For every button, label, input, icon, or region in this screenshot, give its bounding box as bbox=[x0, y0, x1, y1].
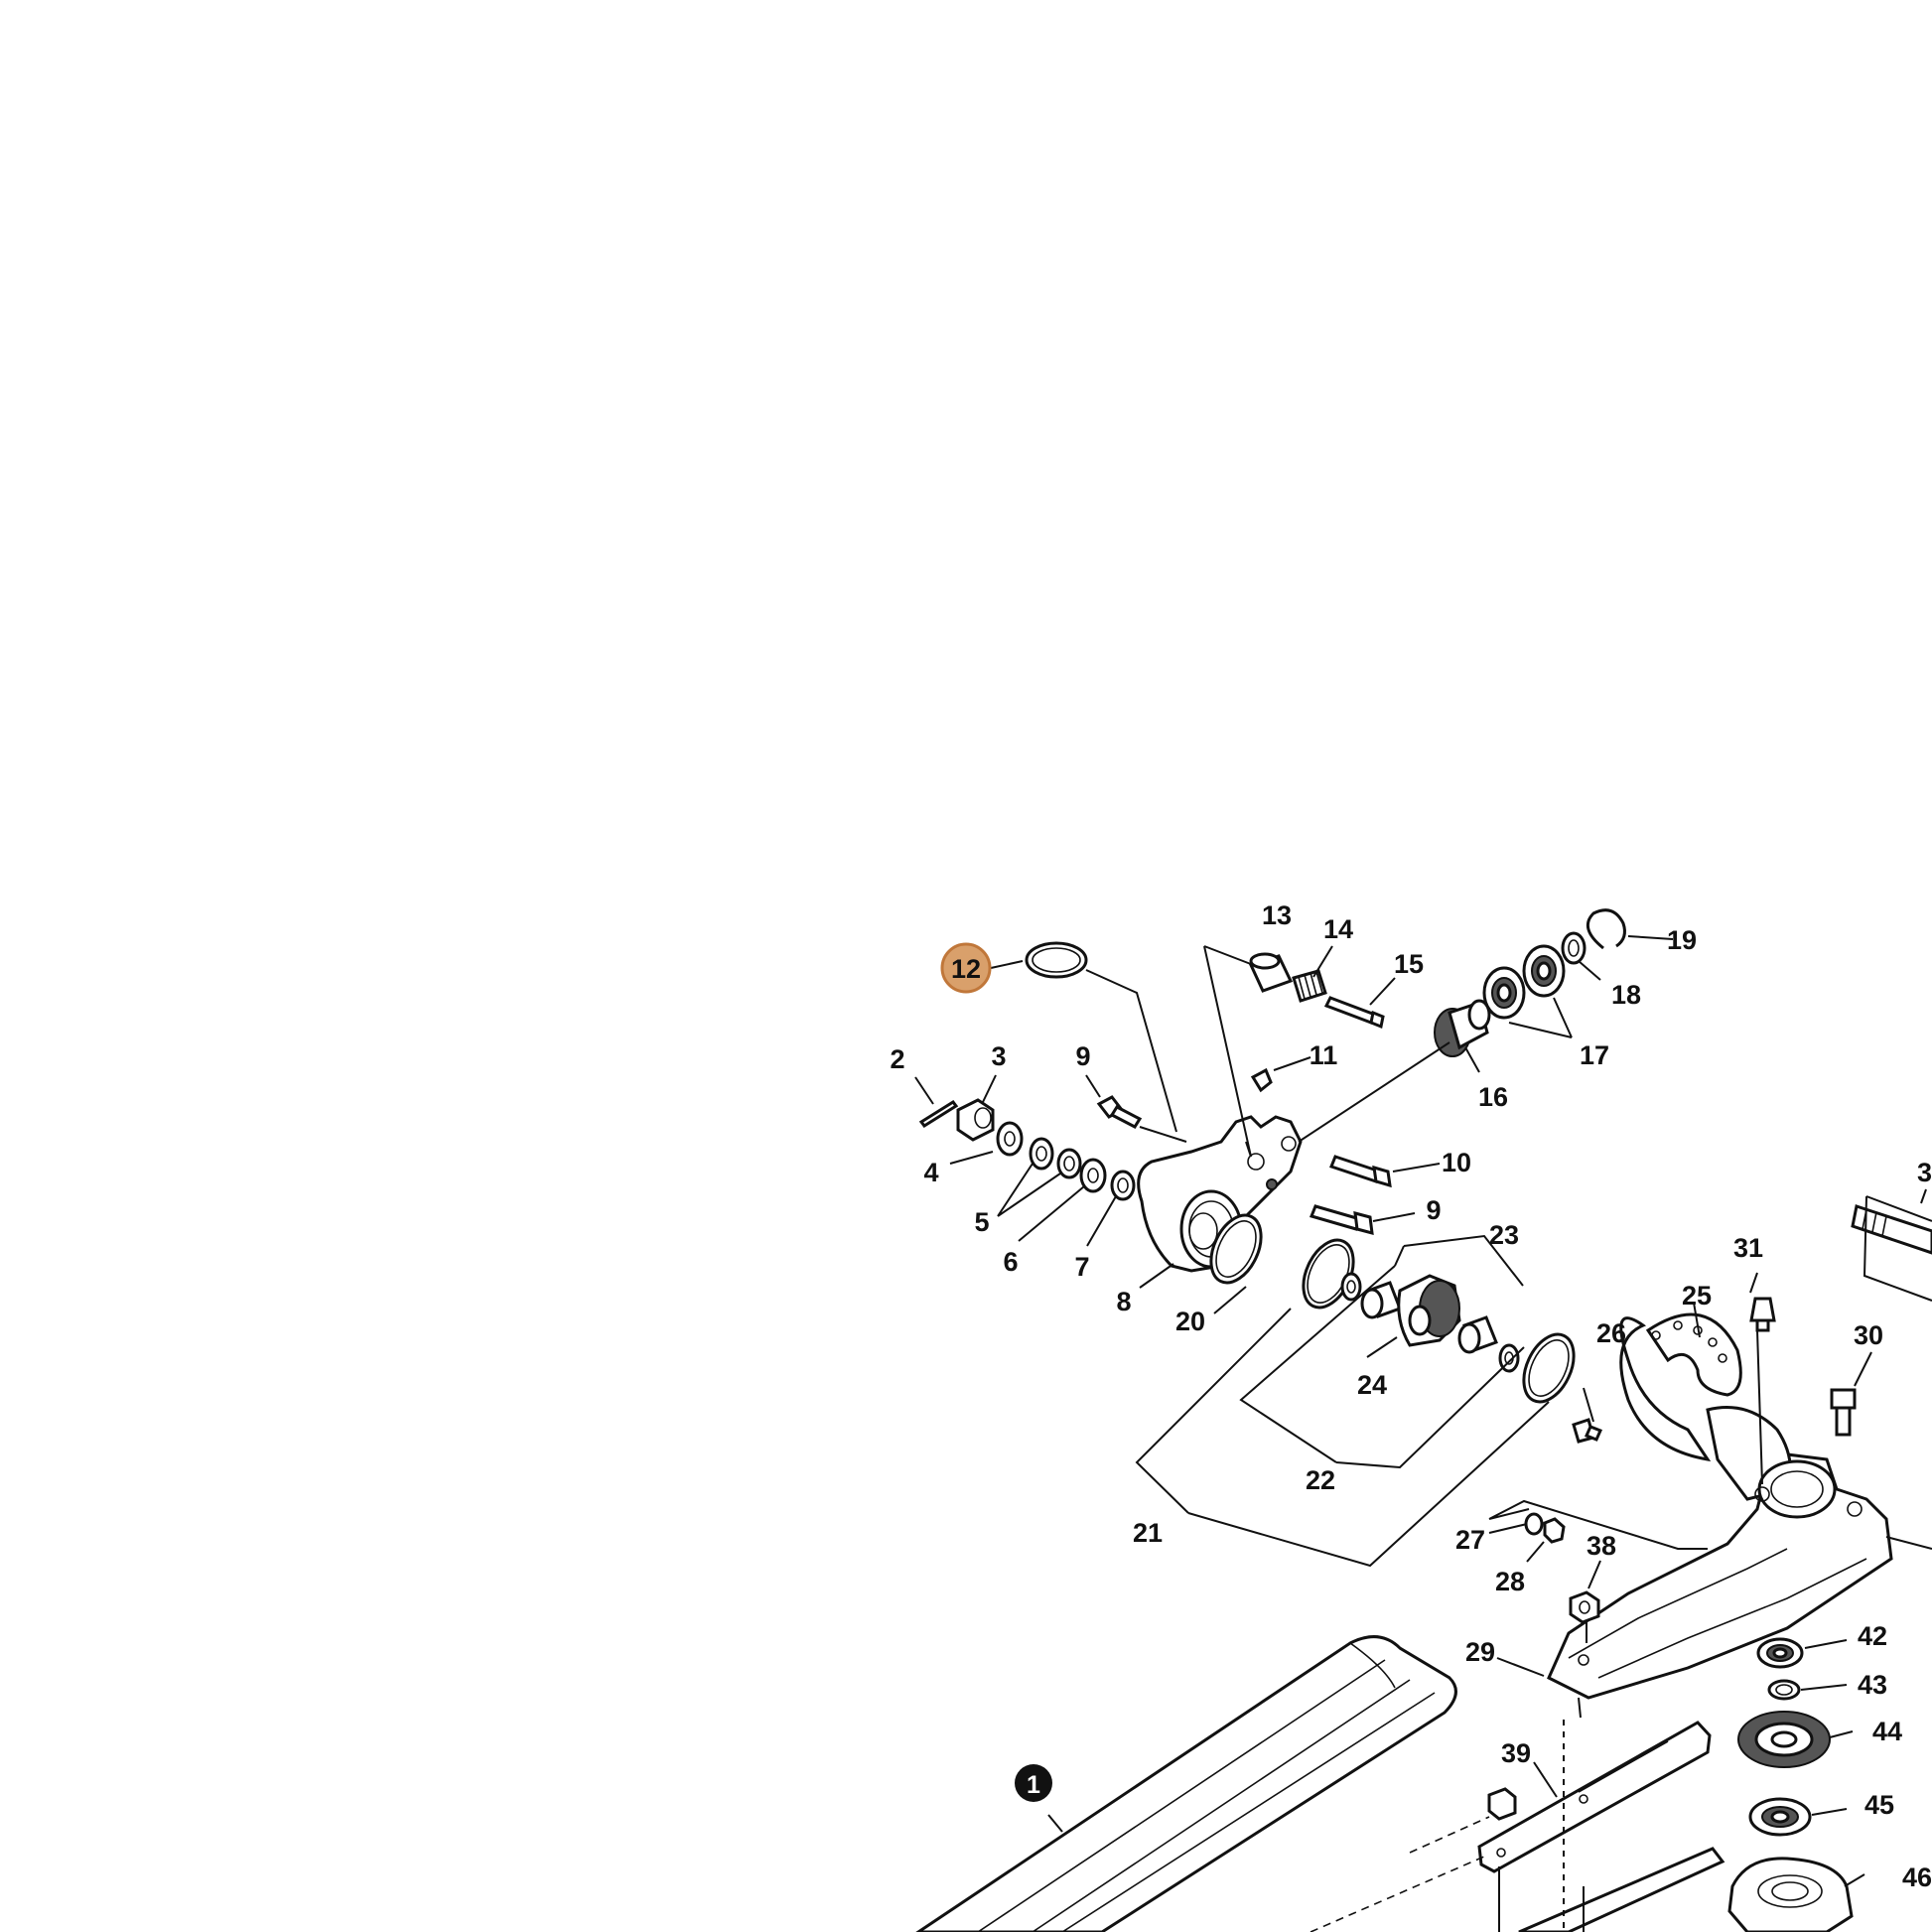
callout-39[interactable]: 39 bbox=[1501, 1738, 1531, 1768]
plate-lower[interactable] bbox=[1518, 1847, 1725, 1932]
callout-42[interactable]: 42 bbox=[1858, 1621, 1887, 1651]
callout-25[interactable]: 25 bbox=[1682, 1281, 1712, 1311]
callout-1[interactable]: 1 bbox=[1015, 1764, 1052, 1802]
cotter-pin-part-2[interactable] bbox=[918, 1099, 959, 1129]
drive-shaft-part-3x[interactable] bbox=[1851, 1204, 1932, 1255]
callout-9-lower[interactable]: 9 bbox=[1426, 1195, 1441, 1225]
callout-30[interactable]: 30 bbox=[1854, 1320, 1883, 1350]
bevel-gear-part-44[interactable] bbox=[1737, 1711, 1831, 1768]
bearing-part-45[interactable] bbox=[1748, 1797, 1812, 1837]
callout-17[interactable]: 17 bbox=[1580, 1040, 1609, 1070]
ring-part-18[interactable] bbox=[1561, 931, 1587, 965]
screw-part-30[interactable] bbox=[1830, 1388, 1857, 1437]
callout-13[interactable]: 13 bbox=[1262, 900, 1292, 930]
callout-44[interactable]: 44 bbox=[1872, 1717, 1902, 1746]
circlip-part-19[interactable] bbox=[1586, 908, 1626, 950]
callout-27[interactable]: 27 bbox=[1455, 1525, 1485, 1555]
needle-bearing-part-23b[interactable] bbox=[1457, 1315, 1498, 1354]
highlighted-callout-12[interactable]: 12 bbox=[940, 942, 992, 994]
callout-29[interactable]: 29 bbox=[1465, 1637, 1495, 1667]
callout-38[interactable]: 38 bbox=[1587, 1531, 1616, 1561]
callout-4[interactable]: 4 bbox=[923, 1158, 938, 1187]
screw-part-26[interactable] bbox=[1572, 1418, 1603, 1444]
callout-16[interactable]: 16 bbox=[1478, 1082, 1508, 1112]
perforated-guard-part-25[interactable] bbox=[1619, 1312, 1742, 1462]
callout-14[interactable]: 14 bbox=[1323, 914, 1353, 944]
leader-lines bbox=[914, 935, 1932, 1932]
callout-26[interactable]: 26 bbox=[1596, 1318, 1626, 1348]
screw-part-9-upper[interactable] bbox=[1096, 1095, 1143, 1129]
nut-part-28[interactable] bbox=[1543, 1517, 1566, 1544]
needle-bearing-part-23a[interactable] bbox=[1360, 1281, 1402, 1319]
plate-part-39[interactable] bbox=[1477, 1721, 1712, 1873]
callout-3-right[interactable]: 3 bbox=[1917, 1158, 1932, 1187]
callout-24[interactable]: 24 bbox=[1357, 1370, 1387, 1400]
callout-12-label: 12 bbox=[951, 954, 981, 984]
o-ring-part-21b[interactable] bbox=[1514, 1326, 1584, 1410]
bevel-gear-part-16[interactable] bbox=[1434, 999, 1491, 1057]
callout-6[interactable]: 6 bbox=[1003, 1247, 1018, 1277]
callout-3[interactable]: 3 bbox=[991, 1041, 1006, 1071]
bolt-part-9-lower[interactable] bbox=[1309, 1204, 1374, 1236]
nut-part-38[interactable] bbox=[1569, 1590, 1600, 1624]
callout-labels: 2 3 4 5 6 7 8 9 9 10 11 13 14 15 16 17 1… bbox=[890, 900, 1932, 1892]
seal-part-42[interactable] bbox=[1756, 1637, 1804, 1669]
callout-2[interactable]: 2 bbox=[890, 1044, 904, 1074]
drive-tube[interactable] bbox=[915, 1635, 1457, 1932]
pin-part-15[interactable] bbox=[1323, 996, 1385, 1030]
o-ring-part-12[interactable] bbox=[1025, 941, 1088, 979]
ball-bearing-part-17a[interactable] bbox=[1482, 966, 1526, 1020]
washer-part-5b[interactable] bbox=[1056, 1148, 1082, 1179]
washer-part-4[interactable] bbox=[996, 1121, 1024, 1157]
callout-5[interactable]: 5 bbox=[974, 1207, 989, 1237]
flange-part-46[interactable] bbox=[1727, 1857, 1854, 1932]
callout-21[interactable]: 21 bbox=[1133, 1518, 1163, 1548]
callout-7[interactable]: 7 bbox=[1074, 1252, 1089, 1282]
bolt-part-10[interactable] bbox=[1329, 1155, 1392, 1188]
callout-15[interactable]: 15 bbox=[1394, 949, 1424, 979]
callout-22[interactable]: 22 bbox=[1306, 1465, 1335, 1495]
callout-46[interactable]: 46 bbox=[1902, 1863, 1932, 1892]
callout-18[interactable]: 18 bbox=[1611, 980, 1641, 1010]
callout-20[interactable]: 20 bbox=[1175, 1307, 1205, 1336]
gear-housing-part-29[interactable] bbox=[1547, 1406, 1893, 1700]
callout-28[interactable]: 28 bbox=[1495, 1567, 1525, 1596]
callout-19[interactable]: 19 bbox=[1667, 925, 1697, 955]
castle-nut-part-3[interactable] bbox=[956, 1098, 995, 1142]
svg-text:1: 1 bbox=[1027, 1771, 1040, 1799]
grease-nipple-part-31[interactable] bbox=[1749, 1297, 1776, 1332]
callout-12-badge bbox=[940, 942, 992, 994]
o-ring-part-20[interactable] bbox=[1201, 1207, 1271, 1291]
nut-part-39b[interactable] bbox=[1487, 1787, 1517, 1821]
washer-part-7[interactable] bbox=[1110, 1170, 1136, 1201]
callout-45[interactable]: 45 bbox=[1864, 1790, 1894, 1820]
callout-11[interactable]: 11 bbox=[1310, 1040, 1338, 1070]
callout-31[interactable]: 31 bbox=[1733, 1233, 1763, 1263]
clip-part-11[interactable] bbox=[1250, 1067, 1273, 1093]
washer-part-6[interactable] bbox=[1079, 1158, 1107, 1193]
washer-part-27[interactable] bbox=[1524, 1512, 1544, 1536]
spring-part-14[interactable] bbox=[1292, 969, 1327, 1003]
sleeve-part-13[interactable] bbox=[1248, 952, 1294, 993]
callout-9-upper[interactable]: 9 bbox=[1075, 1041, 1090, 1071]
washer-part-5a[interactable] bbox=[1029, 1137, 1054, 1171]
bevel-gear-part-24[interactable] bbox=[1397, 1274, 1461, 1347]
callout-23[interactable]: 23 bbox=[1489, 1220, 1519, 1250]
ring-part-43[interactable] bbox=[1767, 1679, 1801, 1701]
washer-part-22a[interactable] bbox=[1340, 1272, 1362, 1302]
callout-10[interactable]: 10 bbox=[1442, 1148, 1471, 1177]
callout-43[interactable]: 43 bbox=[1858, 1670, 1887, 1700]
callout-8[interactable]: 8 bbox=[1116, 1287, 1131, 1316]
ball-bearing-part-17b[interactable] bbox=[1522, 944, 1566, 998]
